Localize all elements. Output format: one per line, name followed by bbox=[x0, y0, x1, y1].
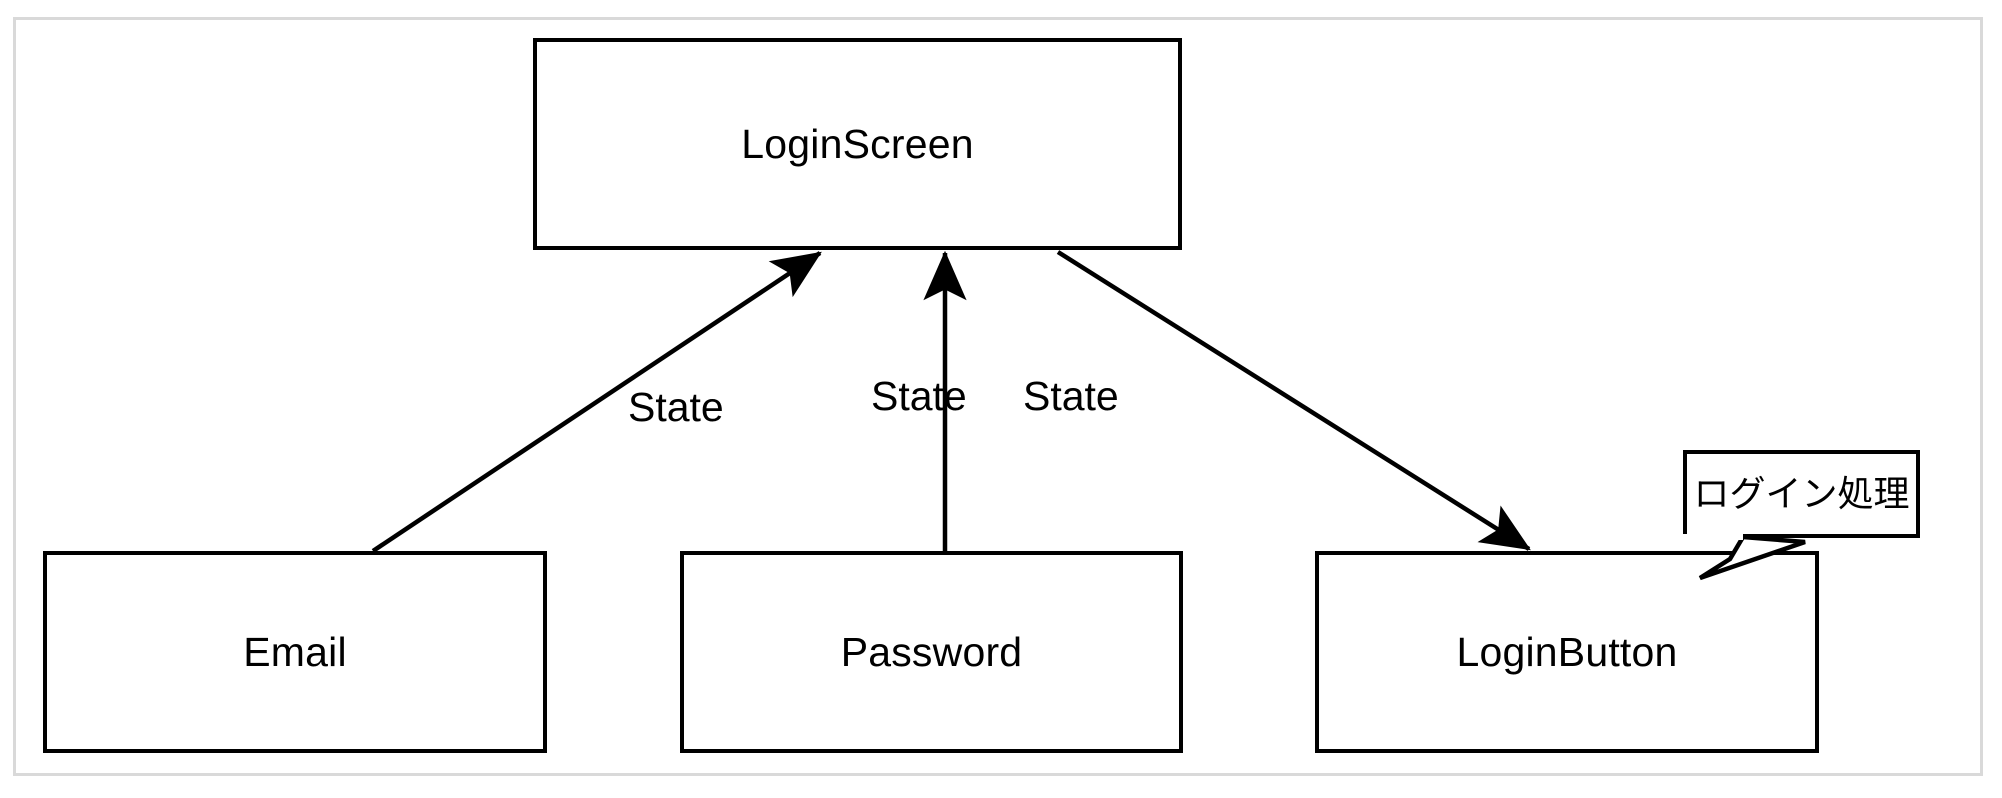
edge-label-email-state: State bbox=[628, 384, 724, 430]
callout-login-processing-label: ログイン処理 bbox=[1693, 473, 1910, 514]
node-password[interactable]: Password bbox=[680, 551, 1183, 753]
node-login-button[interactable]: LoginButton bbox=[1315, 551, 1819, 753]
node-login-button-label: LoginButton bbox=[1456, 628, 1678, 675]
callout-login-processing[interactable]: ログイン処理 bbox=[1683, 450, 1920, 538]
edge-label-login-button-state: State bbox=[1023, 373, 1119, 419]
edge-label-password-state: State bbox=[871, 373, 967, 419]
node-login-screen[interactable]: LoginScreen bbox=[533, 38, 1182, 250]
node-email[interactable]: Email bbox=[43, 551, 547, 753]
node-password-label: Password bbox=[840, 628, 1023, 675]
node-login-screen-label: LoginScreen bbox=[741, 120, 974, 167]
node-email-label: Email bbox=[243, 628, 347, 675]
